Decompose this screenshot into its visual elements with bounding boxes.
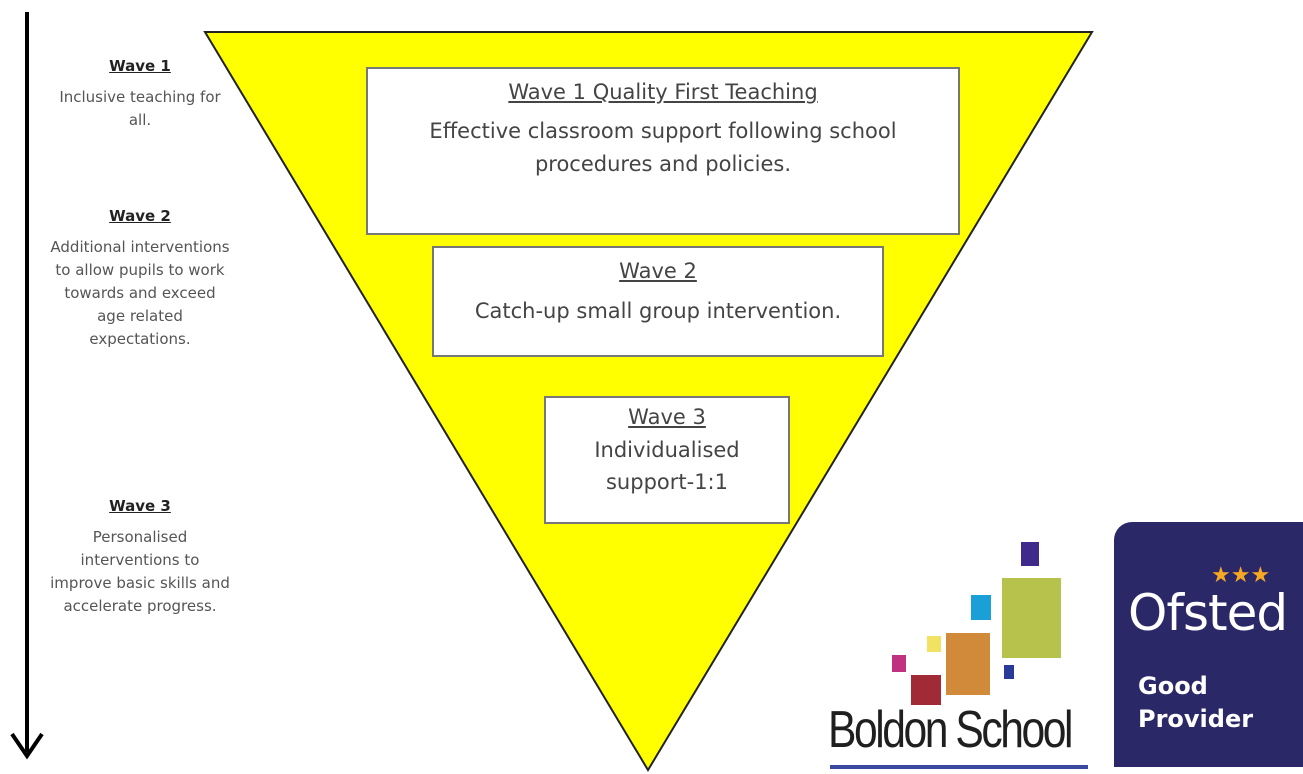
wave-1-box: Wave 1 Quality First Teaching Effective … xyxy=(366,67,960,235)
wave-1-box-title: Wave 1 Quality First Teaching xyxy=(508,80,818,104)
wave-1-box-text: Effective classroom support following sc… xyxy=(429,119,897,176)
down-arrow-icon xyxy=(10,12,44,760)
wave-3-box-title: Wave 3 xyxy=(628,405,706,429)
side-wave-3-title: Wave 3 xyxy=(109,497,171,515)
ofsted-rating-line1: Good xyxy=(1138,672,1208,700)
side-wave-2-text: Additional interventions to allow pupils… xyxy=(50,238,230,348)
side-wave-3-text: Personalised interventions to improve ba… xyxy=(50,528,230,615)
wave-3-box-text: Individualised support-1:1 xyxy=(594,438,740,494)
wave-3-box: Wave 3 Individualised support-1:1 xyxy=(544,396,790,524)
ofsted-logo: ★★★ Ofsted Good Provider xyxy=(1114,522,1303,767)
wave-2-box-text: Catch-up small group intervention. xyxy=(474,299,842,323)
wave-2-box-title: Wave 2 xyxy=(619,259,697,283)
side-wave-2-title: Wave 2 xyxy=(109,207,171,225)
side-wave-1-title: Wave 1 xyxy=(109,57,171,75)
ofsted-stars-icon: ★★★ xyxy=(1211,563,1270,588)
side-wave-1-text: Inclusive teaching for all. xyxy=(59,88,221,129)
side-wave-3: Wave 3 Personalised interventions to imp… xyxy=(50,495,230,618)
wave-2-box: Wave 2 Catch-up small group intervention… xyxy=(432,246,884,357)
boldon-underline xyxy=(830,765,1088,769)
side-wave-2: Wave 2 Additional interventions to allow… xyxy=(50,205,230,351)
boldon-squares-icon xyxy=(892,542,1061,705)
ofsted-name: Ofsted xyxy=(1128,584,1288,642)
boldon-school-logo: Boldon School xyxy=(818,515,1098,774)
side-wave-1: Wave 1 Inclusive teaching for all. xyxy=(50,55,230,132)
ofsted-rating-line2: Provider xyxy=(1138,705,1254,733)
boldon-school-name: Boldon School xyxy=(828,701,1073,759)
svg-text:★★★: ★★★ xyxy=(1211,563,1270,588)
